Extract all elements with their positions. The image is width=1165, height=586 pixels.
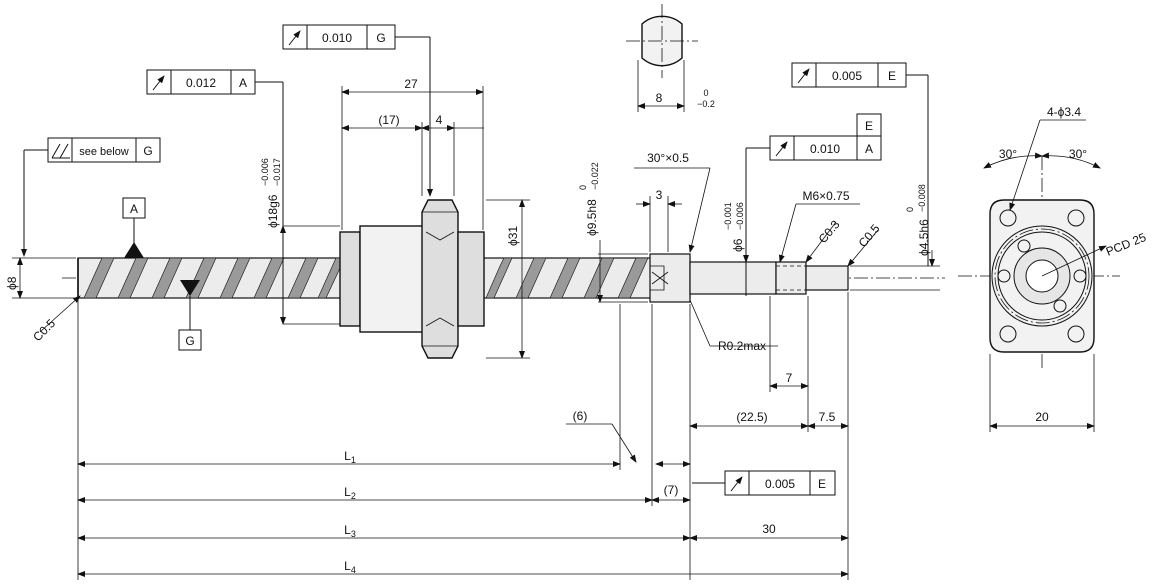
svg-text:30: 30 bbox=[762, 522, 776, 536]
svg-text:30°×0.5: 30°×0.5 bbox=[647, 151, 689, 165]
svg-text:ϕ8: ϕ8 bbox=[5, 276, 19, 290]
svg-text:4: 4 bbox=[436, 113, 443, 127]
svg-text:PCD 25: PCD 25 bbox=[1104, 230, 1149, 259]
svg-text:G: G bbox=[143, 144, 152, 158]
mount-hole bbox=[1067, 209, 1085, 227]
datum-a-label: A bbox=[130, 202, 138, 216]
mount-hole bbox=[1067, 325, 1085, 343]
svg-text:0.010: 0.010 bbox=[322, 31, 352, 45]
svg-text:E: E bbox=[888, 69, 896, 83]
nut-body bbox=[359, 225, 429, 333]
side-view bbox=[62, 199, 945, 359]
svg-text:L2: L2 bbox=[344, 485, 356, 501]
svg-text:(6): (6) bbox=[573, 409, 588, 423]
fcf-runout-a: 0.012 A bbox=[146, 69, 284, 324]
mount-hole bbox=[999, 209, 1017, 227]
svg-text:7: 7 bbox=[786, 371, 793, 385]
svg-text:7.5: 7.5 bbox=[819, 410, 836, 424]
svg-text:(17): (17) bbox=[378, 113, 399, 127]
svg-text:ϕ31: ϕ31 bbox=[506, 226, 520, 246]
svg-text:−0.2: −0.2 bbox=[697, 99, 715, 109]
svg-text:A: A bbox=[239, 76, 247, 90]
svg-text:(22.5): (22.5) bbox=[736, 410, 767, 424]
svg-text:R0.2max: R0.2max bbox=[718, 339, 766, 353]
svg-text:−0.001: −0.001 bbox=[723, 202, 733, 230]
nut-collar-left bbox=[339, 231, 361, 327]
mount-hole bbox=[999, 325, 1017, 343]
svg-text:−0.006: −0.006 bbox=[260, 158, 270, 186]
fcf-runout-e-bottom: 0.005 E bbox=[692, 470, 836, 496]
svg-text:M6×0.75: M6×0.75 bbox=[802, 189, 849, 203]
runout-icon bbox=[775, 141, 788, 157]
svg-text:−0.006: −0.006 bbox=[735, 202, 745, 230]
svg-text:ϕ9.5h8: ϕ9.5h8 bbox=[585, 199, 599, 236]
svg-text:20: 20 bbox=[1035, 410, 1049, 424]
datum-g: G bbox=[178, 280, 202, 351]
svg-text:C0.5: C0.5 bbox=[856, 221, 883, 250]
svg-text:3: 3 bbox=[656, 188, 663, 202]
svg-text:30°: 30° bbox=[999, 147, 1017, 161]
svg-text:−0.022: −0.022 bbox=[590, 162, 600, 190]
datum-g-label: G bbox=[185, 334, 194, 348]
svg-text:8: 8 bbox=[656, 91, 663, 105]
nut-outer-circle bbox=[991, 225, 1093, 327]
svg-text:A: A bbox=[865, 142, 873, 156]
svg-text:G: G bbox=[376, 31, 385, 45]
runout-icon bbox=[152, 75, 165, 91]
svg-text:C0.5: C0.5 bbox=[30, 316, 58, 344]
svg-text:C0.3: C0.3 bbox=[816, 217, 843, 246]
fcf-total-runout: see below G bbox=[21, 137, 161, 257]
svg-text:30°: 30° bbox=[1069, 147, 1087, 161]
svg-text:0.005: 0.005 bbox=[832, 69, 862, 83]
svg-text:(7): (7) bbox=[664, 483, 679, 497]
journal-9-5 bbox=[649, 253, 691, 303]
flat-section-view: 8 0 −0.2 bbox=[626, 4, 715, 112]
fcf-runout-a-mid: E 0.010 A bbox=[745, 113, 882, 296]
svg-text:4-ϕ3.4: 4-ϕ3.4 bbox=[1047, 105, 1081, 119]
journal-4-5 bbox=[805, 265, 849, 291]
dimensions-bottom: R0.2max 7 (6) (22.5) 7.5 L1 L2 (7) L3 bbox=[77, 292, 849, 580]
nut-collar-right bbox=[457, 231, 485, 327]
runout-icon bbox=[288, 30, 301, 46]
datum-a: A bbox=[122, 197, 146, 258]
svg-text:E: E bbox=[865, 119, 873, 133]
svg-text:ϕ4.5h6: ϕ4.5h6 bbox=[917, 219, 931, 256]
svg-text:see below: see below bbox=[79, 146, 129, 158]
svg-text:0: 0 bbox=[905, 207, 915, 212]
svg-text:27: 27 bbox=[404, 77, 418, 91]
svg-text:−0.017: −0.017 bbox=[272, 158, 282, 186]
svg-text:E: E bbox=[818, 477, 826, 491]
svg-text:−0.008: −0.008 bbox=[917, 184, 927, 212]
flange-end-view: 30° 30° 4-ϕ3.4 PCD 25 20 bbox=[958, 105, 1148, 432]
svg-text:ϕ18g6: ϕ18g6 bbox=[266, 194, 280, 228]
m6-thread bbox=[775, 261, 807, 295]
svg-text:0.010: 0.010 bbox=[810, 142, 840, 156]
svg-text:L3: L3 bbox=[344, 523, 356, 539]
svg-text:L1: L1 bbox=[344, 449, 356, 465]
svg-text:ϕ6: ϕ6 bbox=[731, 238, 745, 252]
nut-flange bbox=[421, 199, 459, 359]
journal-6 bbox=[689, 261, 777, 295]
svg-text:0.012: 0.012 bbox=[186, 76, 216, 90]
runout-icon bbox=[730, 476, 743, 492]
svg-text:0: 0 bbox=[703, 88, 708, 98]
svg-text:L4: L4 bbox=[344, 559, 356, 575]
runout-icon bbox=[797, 68, 810, 84]
svg-text:0: 0 bbox=[578, 185, 588, 190]
fcf-runout-g-top: 0.010 G bbox=[282, 24, 433, 197]
total-runout-icon bbox=[51, 143, 70, 159]
fcf-runout-e-right: 0.005 E bbox=[791, 62, 929, 266]
svg-text:0.005: 0.005 bbox=[765, 477, 795, 491]
